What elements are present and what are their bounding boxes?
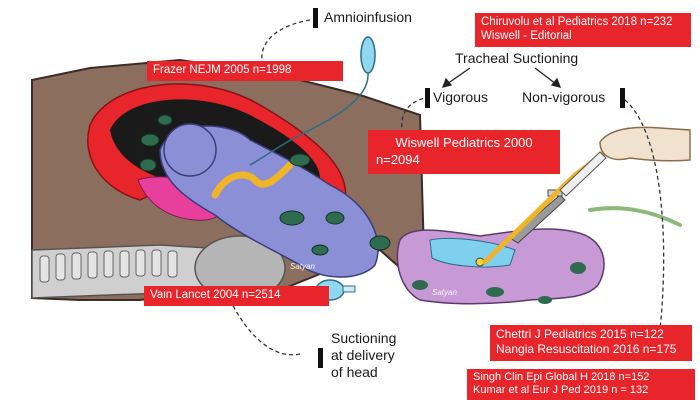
marker-non-vigorous xyxy=(620,88,625,108)
citation-wiswell-2000-line1: Wiswell Pediatrics 2000 xyxy=(376,134,552,151)
suctioning-delivery-line2: at delivery xyxy=(331,347,396,364)
suctioning-delivery-line1: Suctioning xyxy=(331,330,396,347)
citation-wiswell-editorial-text: Wiswell - Editorial xyxy=(481,29,685,43)
suctioning-delivery-label: Suctioning at delivery of head xyxy=(331,330,396,381)
hand-icon xyxy=(600,127,690,160)
marker-suctioning-delivery xyxy=(318,348,323,368)
citation-frazer: Frazer NEJM 2005 n=1998 xyxy=(147,61,343,81)
connector-suctioning-delivery xyxy=(230,300,300,355)
amnioinfusion-label: Amnioinfusion xyxy=(324,9,412,25)
citation-chettri-nangia: Chettri J Pediatrics 2015 n=122 Nangia R… xyxy=(490,325,692,361)
citation-wiswell-2000: Wiswell Pediatrics 2000 n=2094 xyxy=(368,130,560,174)
tracheal-suctioning-label: Tracheal Suctioning xyxy=(455,50,578,66)
non-vigorous-label: Non-vigorous xyxy=(522,89,605,105)
citation-chiruvolu-text: Chiruvolu et al Pediatrics 2018 n=232 xyxy=(481,15,685,29)
citation-frazer-text: Frazer NEJM 2005 n=1998 xyxy=(153,63,337,77)
citation-kumar-text: Kumar et al Eur J Ped 2019 n = 132 xyxy=(473,384,689,397)
citation-vain: Vain Lancet 2004 n=2514 xyxy=(144,286,329,306)
suctioning-delivery-line3: of head xyxy=(331,364,396,381)
marker-amnioinfusion xyxy=(313,8,318,28)
artist-signature-newborn: Satyan xyxy=(432,288,457,297)
citation-chiruvolu-wiswell: Chiruvolu et al Pediatrics 2018 n=232 Wi… xyxy=(475,13,691,47)
marker-vigorous xyxy=(425,88,430,108)
citation-singh-text: Singh Clin Epi Global H 2018 n=152 xyxy=(473,371,689,384)
artist-signature: Satyan xyxy=(290,262,315,271)
citation-vain-text: Vain Lancet 2004 n=2514 xyxy=(150,288,323,302)
citation-nangia-text: Nangia Resuscitation 2016 n=175 xyxy=(496,342,686,357)
tracheal-suctioning-arrows xyxy=(443,68,560,87)
connector-amnioinfusion xyxy=(262,20,310,60)
citation-wiswell-2000-line2: n=2094 xyxy=(376,151,552,168)
newborn xyxy=(397,229,604,304)
vigorous-label: Vigorous xyxy=(433,89,488,105)
citation-chettri-text: Chettri J Pediatrics 2015 n=122 xyxy=(496,327,686,342)
citation-singh-kumar: Singh Clin Epi Global H 2018 n=152 Kumar… xyxy=(467,369,695,400)
